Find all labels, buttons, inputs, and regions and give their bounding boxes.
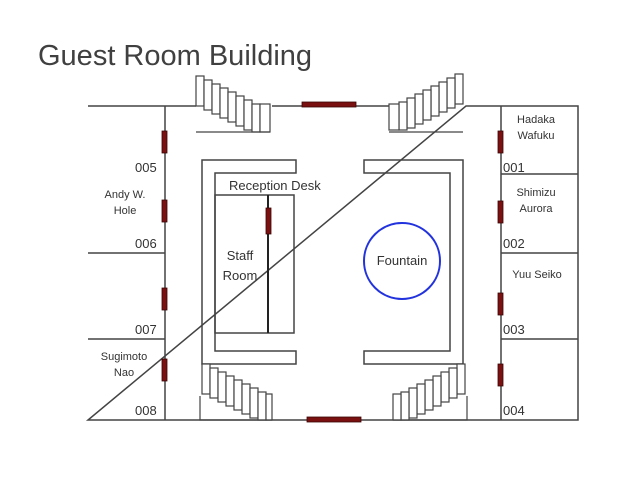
right-wing-walls bbox=[363, 159, 464, 365]
building-title: Guest Room Building bbox=[38, 40, 313, 72]
door-008 bbox=[161, 358, 168, 382]
staircase-bottom-left bbox=[199, 363, 273, 421]
room-number-003: 003 bbox=[503, 322, 525, 337]
room-number-006: 006 bbox=[135, 236, 157, 251]
guest-name-001: Hadaka Wafuku bbox=[517, 114, 555, 142]
doors bbox=[161, 101, 504, 423]
left-wing-walls bbox=[201, 159, 297, 365]
fountain-label: Fountain bbox=[376, 253, 428, 268]
room-number-001: 001 bbox=[503, 160, 525, 175]
door-staff-room bbox=[265, 207, 272, 235]
staircase-bottom-right bbox=[392, 363, 468, 421]
door-002 bbox=[497, 200, 504, 224]
fountain bbox=[363, 222, 441, 300]
room-number-008: 008 bbox=[135, 403, 157, 418]
guest-name-003: Yuu Seiko bbox=[512, 269, 562, 281]
door-006 bbox=[161, 199, 168, 223]
room-number-004: 004 bbox=[503, 403, 525, 418]
door-007 bbox=[161, 287, 168, 311]
room-number-007: 007 bbox=[135, 322, 157, 337]
room-number-005: 005 bbox=[135, 160, 157, 175]
staff-room-label: Staff Room bbox=[222, 248, 258, 283]
reception-desk-label: Reception Desk bbox=[229, 178, 321, 193]
door-004 bbox=[497, 363, 504, 387]
outer-walls bbox=[85, 105, 579, 421]
guest-name-006: Andy W. Hole bbox=[104, 189, 146, 217]
room-number-002: 002 bbox=[503, 236, 525, 251]
guest-name-002: Shimizu Aurora bbox=[516, 187, 556, 215]
door-003 bbox=[497, 292, 504, 316]
staircase-top-right bbox=[388, 73, 464, 133]
door-001 bbox=[497, 130, 504, 154]
door-top bbox=[301, 101, 357, 108]
staircase-top-left bbox=[195, 75, 271, 133]
guest-name-008: Sugimoto Nao bbox=[100, 351, 148, 379]
door-bottom bbox=[306, 416, 362, 423]
door-005 bbox=[161, 130, 168, 154]
